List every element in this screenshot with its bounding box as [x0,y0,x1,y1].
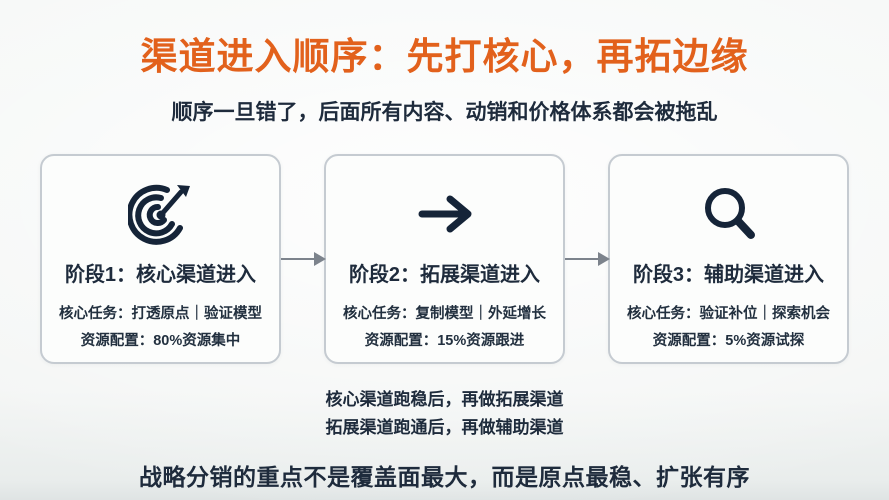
sequence-note-line-1: 核心渠道跑稳后，再做拓展渠道 [325,390,564,409]
stage-card-1: 阶段1：核心渠道进入 核心任务：打透原点｜验证模型 资源配置：80%资源集中 [40,154,281,364]
stage-resource: 资源配置：80%资源集中 [80,332,241,349]
stage-details: 核心任务：打透原点｜验证模型 资源配置：80%资源集中 [59,301,262,355]
page-title: 渠道进入顺序：先打核心，再拓边缘 [140,36,749,77]
stage-details: 核心任务：验证补位｜探索机会 资源配置：5%资源试探 [627,301,830,355]
connector-arrowhead [314,252,326,266]
sequence-note: 核心渠道跑稳后，再做拓展渠道 拓展渠道跑通后，再做辅助渠道 [0,386,889,442]
connector-line [281,258,317,260]
stage-title: 阶段1：核心渠道进入 [64,264,257,286]
target-dart-icon [127,178,194,250]
page-subtitle: 顺序一旦错了，后面所有内容、动销和价格体系都会被拖乱 [171,101,718,124]
stages-row: 阶段1：核心渠道进入 核心任务：打透原点｜验证模型 资源配置：80%资源集中 阶… [0,154,889,364]
stage-details: 核心任务：复制模型｜外延增长 资源配置：15%资源跟进 [343,301,546,355]
stage-task: 核心任务：复制模型｜外延增长 [343,306,546,322]
sequence-note-line-2: 拓展渠道跑通后，再做辅助渠道 [325,418,564,438]
magnifier-icon [696,178,762,250]
stage-title: 阶段2：拓展渠道进入 [348,264,541,286]
stage-resource: 资源配置：15%资源跟进 [364,332,525,349]
stage-card-2: 阶段2：拓展渠道进入 核心任务：复制模型｜外延增长 资源配置：15%资源跟进 [324,154,565,364]
stage-title: 阶段3：辅助渠道进入 [632,264,825,286]
stage-task: 核心任务：打透原点｜验证模型 [59,306,262,322]
connector-arrowhead [598,252,610,266]
stage-card-3: 阶段3：辅助渠道进入 核心任务：验证补位｜探索机会 资源配置：5%资源试探 [608,154,849,364]
stage-resource: 资源配置：5%资源试探 [652,332,805,349]
arrow-right-icon [412,178,478,250]
key-takeaway: 战略分销的重点不是覆盖面最大，而是原点最稳、扩张有序 [139,464,750,491]
connector-line [565,258,601,260]
stage-task: 核心任务：验证补位｜探索机会 [627,306,830,322]
